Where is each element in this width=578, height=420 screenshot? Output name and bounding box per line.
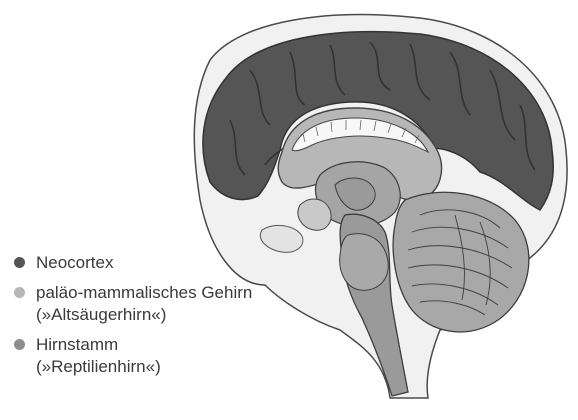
legend-sublabel: (»Reptilienhirn«) — [36, 356, 334, 378]
legend-label: Neocortex — [36, 252, 334, 274]
legend-item-paleomammalian: paläo-mammalisches Gehirn (»Altsäugerhir… — [14, 282, 334, 326]
legend: Neocortex paläo-mammalisches Gehirn (»Al… — [14, 252, 334, 386]
legend-label: paläo-mammalisches Gehirn — [36, 282, 334, 304]
legend-bullet-icon — [14, 287, 25, 298]
legend-sublabel: (»Altsäugerhirn«) — [36, 304, 334, 326]
legend-bullet-icon — [14, 257, 25, 268]
cerebellum — [393, 192, 529, 332]
legend-bullet-icon — [14, 339, 25, 350]
legend-label: Hirnstamm — [36, 334, 334, 356]
legend-item-brainstem: Hirnstamm (»Reptilienhirn«) — [14, 334, 334, 378]
legend-item-neocortex: Neocortex — [14, 252, 334, 274]
